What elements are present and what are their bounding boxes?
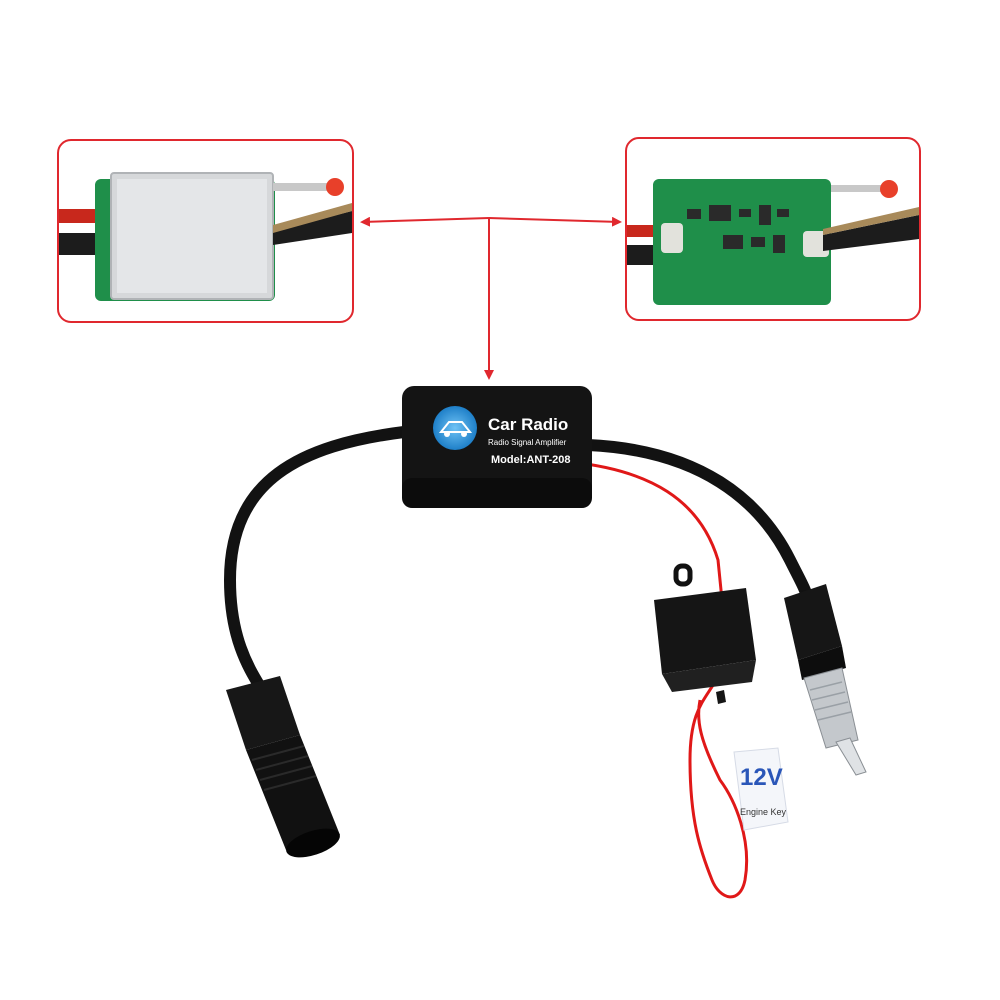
- braided-shield-right: [273, 203, 352, 233]
- inline-fuse-holder: [654, 563, 756, 704]
- voltage-tag: 12V Engine Key: [733, 747, 789, 831]
- fuse-holder-body: [654, 588, 756, 674]
- black-cable-right: [273, 211, 352, 245]
- pcb-board-inset: [625, 137, 921, 321]
- arrow-to-right-inset: [488, 216, 622, 227]
- brand-logo-icon: [433, 406, 477, 450]
- shielded-board-illustration: [59, 172, 352, 301]
- power-wire-upper: [569, 460, 724, 601]
- shielded-board-inset: [57, 139, 354, 323]
- fuse-cap-loop: [673, 563, 693, 587]
- plug-pin: [835, 737, 867, 776]
- plug-metal-shell: [803, 667, 859, 749]
- female-antenna-socket: [226, 676, 340, 858]
- male-antenna-plug: [784, 584, 867, 776]
- amplifier-module: Car Radio Radio Signal Amplifier Model:A…: [402, 386, 592, 508]
- module-subtitle: Radio Signal Amplifier: [488, 438, 567, 447]
- led-component: [326, 178, 344, 196]
- fuse-holder-base: [662, 660, 756, 692]
- voltage-note: Engine Key: [740, 807, 787, 817]
- fuse-wire-boot: [716, 690, 726, 704]
- module-model-label: Model:ANT-208: [491, 454, 570, 466]
- component-lead: [831, 185, 885, 192]
- module-base: [402, 478, 592, 508]
- solder-pads: [661, 223, 829, 257]
- socket-grip-ridges: [251, 745, 317, 791]
- car-silhouette-icon: [438, 421, 473, 433]
- pcb-illustration: [627, 179, 919, 305]
- power-wire-coil: [688, 679, 749, 899]
- coax-cable-right: [582, 439, 814, 606]
- coax-cable-left: [223, 426, 410, 696]
- metal-shield-face: [117, 179, 267, 293]
- plug-knurling: [809, 681, 852, 721]
- led-component: [880, 180, 898, 198]
- module-brand-label: Car Radio: [488, 415, 568, 434]
- black-cable-right: [823, 215, 919, 251]
- arrow-to-left-inset: [360, 216, 490, 227]
- braided-shield-right: [823, 207, 919, 235]
- socket-opening: [286, 828, 340, 858]
- smd-components: [687, 205, 789, 253]
- voltage-label: 12V: [740, 764, 783, 791]
- component-lead: [273, 183, 333, 191]
- callout-arrows: [360, 216, 622, 380]
